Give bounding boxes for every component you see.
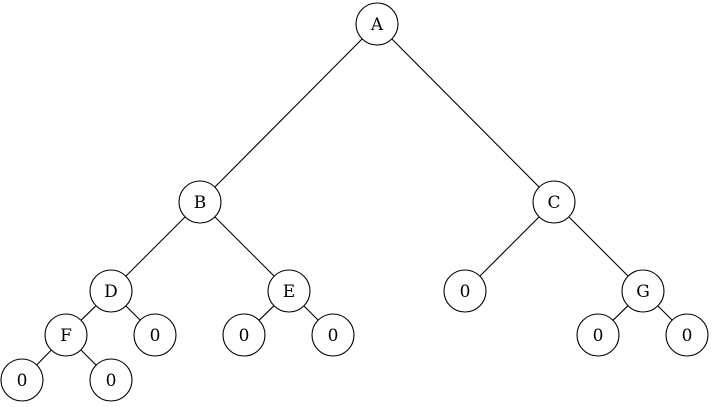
- node-circle: [532, 180, 576, 224]
- node-label: E: [283, 282, 295, 302]
- tree-node-f: F: [44, 313, 88, 357]
- edge-e-n3: [258, 305, 275, 321]
- node-circle: [44, 313, 88, 357]
- tree-node-c: C: [532, 180, 576, 224]
- node-label: D: [104, 282, 118, 302]
- tree-node-a: A: [355, 2, 399, 46]
- edge-d-f: [80, 305, 97, 321]
- tree-node-n3: 0: [222, 313, 266, 357]
- tree-node-n6: 0: [665, 313, 709, 357]
- tree-node-e: E: [267, 269, 311, 313]
- edge-f-n7: [36, 349, 52, 366]
- node-label: 0: [106, 371, 117, 391]
- edge-g-n6: [657, 305, 673, 321]
- edge-c-n1: [479, 216, 540, 277]
- node-label: 0: [682, 326, 693, 346]
- tree-node-n5: 0: [576, 313, 620, 357]
- node-circle: [665, 313, 709, 357]
- node-label: B: [194, 193, 207, 213]
- node-circle: [0, 358, 44, 402]
- tree-node-n2: 0: [133, 313, 177, 357]
- edge-c-g: [568, 216, 629, 277]
- node-circle: [133, 313, 177, 357]
- node-circle: [311, 313, 355, 357]
- node-label: A: [370, 15, 384, 35]
- node-label: G: [636, 282, 650, 302]
- edge-b-e: [214, 216, 275, 277]
- tree-node-b: B: [178, 180, 222, 224]
- tree-node-g: G: [621, 269, 665, 313]
- node-circle: [267, 269, 311, 313]
- tree-nodes: A B C D E 0 G F 0 0 0 0 0 0 0: [0, 2, 709, 402]
- node-circle: [576, 313, 620, 357]
- edge-b-d: [125, 216, 186, 277]
- tree-node-n7: 0: [0, 358, 44, 402]
- node-label: 0: [593, 326, 604, 346]
- node-circle: [355, 2, 399, 46]
- edge-g-n5: [612, 305, 629, 321]
- edge-a-c: [391, 38, 540, 188]
- node-circle: [178, 180, 222, 224]
- tree-node-n4: 0: [311, 313, 355, 357]
- node-circle: [222, 313, 266, 357]
- node-label: 0: [460, 282, 471, 302]
- tree-node-n1: 0: [443, 269, 487, 313]
- node-label: 0: [239, 326, 250, 346]
- node-circle: [89, 269, 133, 313]
- edge-a-b: [214, 38, 363, 188]
- tree-edges: [36, 38, 673, 366]
- node-label: C: [547, 193, 560, 213]
- edge-e-n4: [303, 305, 319, 321]
- node-circle: [443, 269, 487, 313]
- edge-f-n8: [80, 349, 97, 366]
- node-circle: [621, 269, 665, 313]
- node-circle: [89, 358, 133, 402]
- tree-node-d: D: [89, 269, 133, 313]
- node-label: 0: [17, 371, 28, 391]
- node-label: F: [60, 326, 72, 346]
- edge-d-n2: [125, 305, 141, 321]
- node-label: 0: [150, 326, 161, 346]
- tree-node-n8: 0: [89, 358, 133, 402]
- node-label: 0: [328, 326, 339, 346]
